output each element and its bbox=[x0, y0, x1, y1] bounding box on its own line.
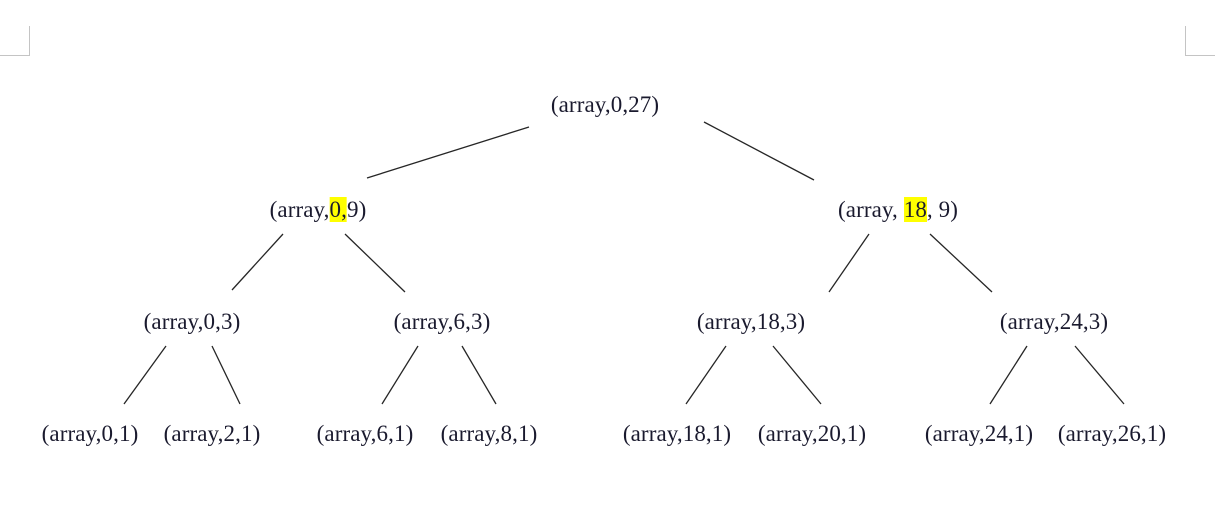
tree-edge bbox=[366, 126, 530, 179]
tree-node-array-2-1: (array,2,1) bbox=[163, 421, 261, 446]
tree-edge bbox=[989, 345, 1028, 405]
tree-edge bbox=[211, 345, 241, 405]
tree-node-array-8-1: (array,8,1) bbox=[440, 421, 538, 446]
tree-node-array-6-1: (array,6,1) bbox=[316, 421, 414, 446]
tree-edge bbox=[685, 345, 727, 405]
tree-node-array-6-3: (array,6,3) bbox=[393, 309, 491, 334]
tree-node-root: (array,0,27) bbox=[550, 92, 660, 117]
tree-node-array-0-9: (array,0,9) bbox=[269, 197, 367, 222]
tree-node-array-18-9: (array, 18, 9) bbox=[838, 197, 958, 222]
tree-node-array-0-1: (array,0,1) bbox=[41, 421, 139, 446]
tree-node-array-20-1: (array,20,1) bbox=[757, 421, 867, 446]
tree-edge bbox=[772, 345, 822, 405]
tree-node-array-24-3: (array,24,3) bbox=[999, 309, 1109, 334]
tree-edge bbox=[703, 121, 815, 181]
highlight-mark: 18 bbox=[903, 197, 927, 222]
tree-edge bbox=[123, 345, 167, 405]
tree-edge bbox=[828, 233, 870, 293]
tree-node-array-24-1: (array,24,1) bbox=[924, 421, 1034, 446]
tree-node-array-0-3: (array,0,3) bbox=[143, 309, 241, 334]
tree-node-array-26-1: (array,26,1) bbox=[1057, 421, 1167, 446]
page-corner-mark-top-left bbox=[0, 26, 30, 56]
tree-edge bbox=[231, 233, 284, 291]
tree-edge bbox=[461, 345, 497, 405]
tree-edge bbox=[381, 345, 419, 405]
tree-node-array-18-3: (array,18,3) bbox=[696, 309, 806, 334]
page-corner-mark-top-right bbox=[1185, 26, 1215, 56]
tree-edge bbox=[344, 233, 406, 293]
tree-edge bbox=[929, 233, 993, 293]
tree-edge bbox=[1074, 345, 1125, 405]
highlight-mark: 0, bbox=[329, 197, 347, 222]
tree-node-array-18-1: (array,18,1) bbox=[622, 421, 732, 446]
